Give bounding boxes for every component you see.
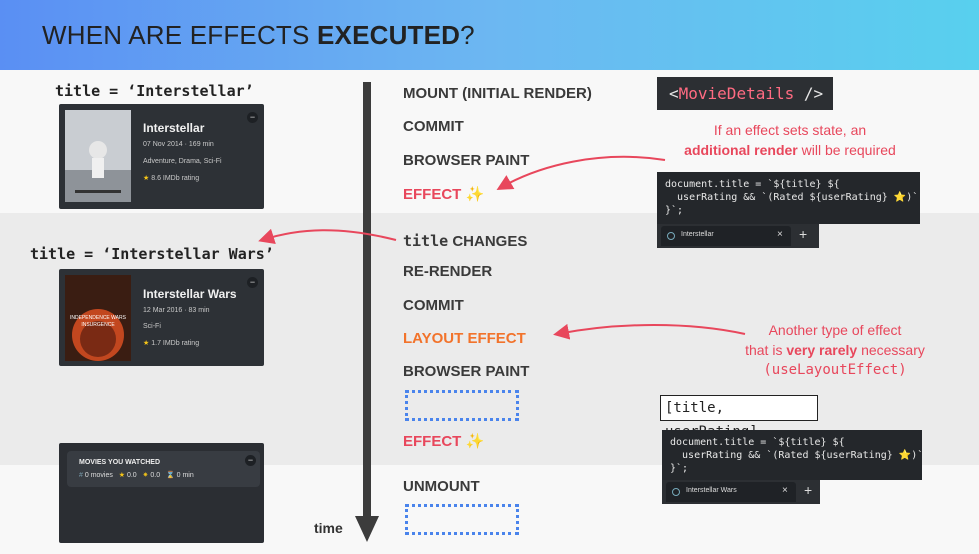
step-re-render: RE-RENDER bbox=[403, 263, 493, 280]
close-details-button[interactable]: − bbox=[247, 112, 258, 123]
movie-rating: ★ 8.6 IMDb rating bbox=[143, 175, 200, 182]
svg-text:INDEPENDENCE WARS: INDEPENDENCE WARS bbox=[70, 315, 127, 321]
step-mount: MOUNT (INITIAL RENDER) bbox=[403, 85, 592, 102]
title-initial-label: title = ‘Interstellar’ bbox=[55, 82, 254, 100]
watched-stats: # 0 movies ★ 0.0 ✷ 0.0 ⌛ 0 min bbox=[79, 472, 194, 479]
movie-date: 12 Mar 2016 · 83 min bbox=[143, 307, 210, 314]
step-browser-paint: BROWSER PAINT bbox=[403, 152, 530, 169]
page-title: WHEN ARE EFFECTS EXECUTED? bbox=[42, 20, 475, 50]
tab-title: Interstellar bbox=[681, 231, 714, 238]
poster-interstellar bbox=[65, 110, 131, 202]
code-snippet-1: document.title = `${title} ${ userRating… bbox=[657, 172, 920, 224]
header-banner: WHEN ARE EFFECTS EXECUTED? bbox=[0, 0, 979, 70]
close-details-button[interactable]: − bbox=[247, 277, 258, 288]
step-unmount: UNMOUNT bbox=[403, 478, 480, 495]
collapse-button[interactable]: − bbox=[245, 455, 256, 466]
step-effect-2: EFFECT ✨ bbox=[403, 433, 485, 450]
globe-icon bbox=[667, 232, 675, 240]
arrow-to-title-changed bbox=[258, 228, 397, 245]
code-snippet-2: document.title = `${title} ${ userRating… bbox=[662, 430, 923, 480]
time-axis-label: time bbox=[314, 520, 343, 536]
svg-text:INSURGENCE: INSURGENCE bbox=[81, 322, 115, 328]
browser-tab[interactable]: Interstellar × bbox=[661, 226, 791, 246]
step-layout-effect: LAYOUT EFFECT bbox=[403, 330, 526, 347]
step-commit-2: COMMIT bbox=[403, 297, 464, 314]
movie-card-interstellar-wars: INDEPENDENCE WARS INSURGENCE Interstella… bbox=[59, 269, 264, 366]
timeline-arrowhead bbox=[355, 516, 379, 542]
arrow-to-effect bbox=[496, 155, 666, 190]
browser-tab-bar-2: Interstellar Wars × + bbox=[662, 480, 820, 504]
arrow-to-layout-effect bbox=[553, 323, 746, 340]
step-browser-paint-2: BROWSER PAINT bbox=[403, 363, 530, 380]
star-icon: ★ bbox=[143, 175, 150, 182]
watched-summary-panel: MOVIES YOU WATCHED # 0 movies ★ 0.0 ✷ 0.… bbox=[59, 443, 264, 543]
placeholder-box-2 bbox=[405, 504, 519, 535]
globe-icon bbox=[672, 488, 680, 496]
browser-tab-bar-1: Interstellar × + bbox=[657, 224, 819, 248]
step-title-changes: title CHANGES bbox=[403, 232, 528, 250]
tab-title: Interstellar Wars bbox=[686, 487, 737, 494]
movie-title: Interstellar bbox=[143, 121, 205, 135]
note-additional-render: If an effect sets state, an additional r… bbox=[684, 122, 896, 158]
sparkle-icon: ✷ bbox=[142, 472, 149, 479]
poster-interstellar-wars: INDEPENDENCE WARS INSURGENCE bbox=[65, 275, 131, 361]
timeline-axis bbox=[363, 82, 371, 522]
step-effect: EFFECT ✨ bbox=[403, 186, 485, 203]
movie-genres: Sci-Fi bbox=[143, 323, 161, 330]
movie-card-interstellar: Interstellar 07 Nov 2014 · 169 min Adven… bbox=[59, 104, 264, 209]
movie-rating: ★ 1.7 IMDb rating bbox=[143, 340, 200, 347]
close-tab-icon[interactable]: × bbox=[782, 485, 788, 496]
watched-heading: MOVIES YOU WATCHED bbox=[79, 459, 161, 466]
hashtag-icon: # bbox=[79, 472, 83, 479]
new-tab-button[interactable]: + bbox=[804, 482, 813, 498]
star-icon: ★ bbox=[143, 340, 150, 347]
star-icon: ★ bbox=[118, 472, 125, 479]
title-changed-label: title = ‘Interstellar Wars’ bbox=[30, 245, 274, 263]
movie-title: Interstellar Wars bbox=[143, 287, 237, 301]
note-layout-effect: Another type of effect that is very rare… bbox=[745, 322, 925, 378]
placeholder-box bbox=[405, 390, 519, 421]
watched-summary-box: MOVIES YOU WATCHED # 0 movies ★ 0.0 ✷ 0.… bbox=[67, 451, 260, 487]
movie-genres: Adventure, Drama, Sci-Fi bbox=[143, 158, 222, 165]
browser-tab[interactable]: Interstellar Wars × bbox=[666, 482, 796, 502]
step-commit: COMMIT bbox=[403, 118, 464, 135]
close-tab-icon[interactable]: × bbox=[777, 229, 783, 240]
hourglass-icon: ⌛ bbox=[165, 472, 175, 479]
new-tab-button[interactable]: + bbox=[799, 226, 808, 242]
jsx-component-tag: <MovieDetails /> bbox=[657, 77, 833, 110]
movie-date: 07 Nov 2014 · 169 min bbox=[143, 141, 214, 148]
